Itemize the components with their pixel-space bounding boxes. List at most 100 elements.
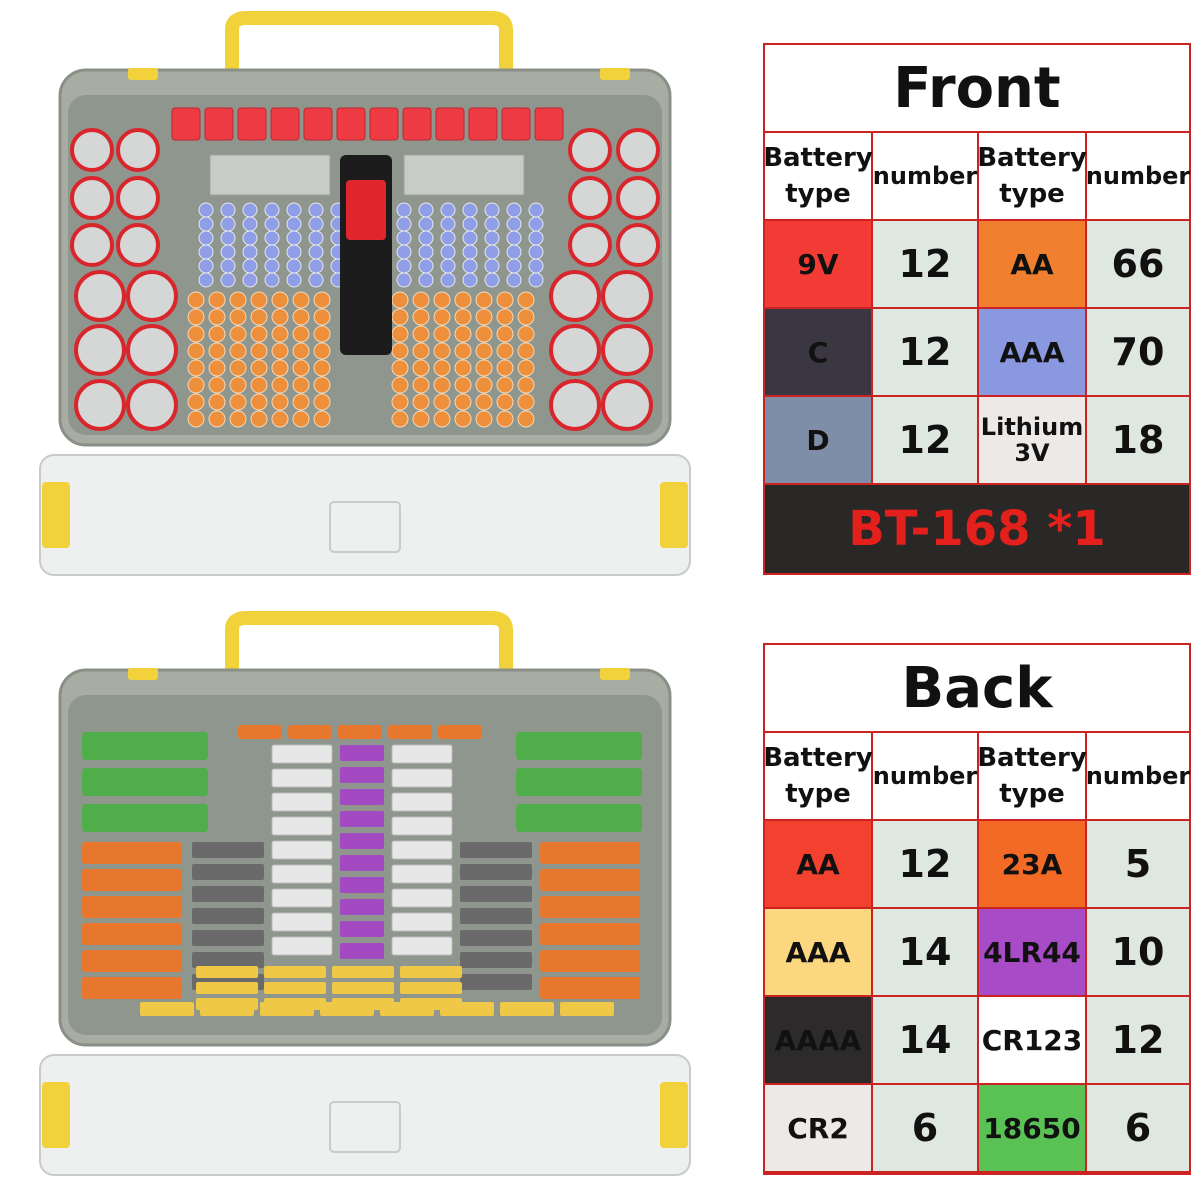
base-tab [329, 1101, 401, 1153]
front-table-grid: Battery type number Battery type number … [763, 133, 1190, 485]
battery-aaa [198, 244, 214, 260]
battery-type-cell: AAAA [765, 997, 873, 1085]
battery-aaa [332, 966, 394, 978]
battery-23a [388, 725, 432, 739]
battery-23a [288, 725, 332, 739]
battery-aaa [528, 216, 544, 232]
battery-aaa [220, 272, 236, 288]
battery-aa [412, 325, 430, 343]
battery-cr123 [391, 840, 453, 860]
battery-aa [82, 923, 182, 945]
battery-aa [271, 291, 289, 309]
battery-aaa [506, 244, 522, 260]
battery-count-cell: 10 [1087, 909, 1189, 997]
battery-18650 [82, 768, 208, 796]
battery-aaa [396, 202, 412, 218]
battery-aa [82, 950, 182, 972]
battery-aaaa [460, 952, 532, 968]
battery-aaa [418, 216, 434, 232]
battery-aa [250, 325, 268, 343]
battery-aaa [418, 272, 434, 288]
battery-aaa [418, 258, 434, 274]
battery-aa [208, 410, 226, 428]
battery-aa [292, 393, 310, 411]
battery-aaaa [192, 864, 264, 880]
battery-aaa [264, 258, 280, 274]
battery-d [74, 379, 126, 431]
battery-c [616, 128, 660, 172]
battery-aaaa [192, 952, 264, 968]
battery-cr123 [271, 816, 333, 836]
battery-aa [475, 393, 493, 411]
battery-aa [313, 325, 331, 343]
battery-4lr44 [340, 943, 384, 959]
battery-aa [496, 342, 514, 360]
battery-aa [540, 842, 640, 864]
battery-d [601, 324, 653, 376]
battery-type-cell: AA [979, 221, 1087, 309]
battery-aaa [380, 1002, 434, 1016]
handle [225, 611, 513, 670]
battery-aa [391, 376, 409, 394]
battery-aaa [242, 202, 258, 218]
battery-c [116, 223, 160, 267]
battery-d [549, 324, 601, 376]
battery-aaa [242, 244, 258, 260]
battery-aa [496, 410, 514, 428]
battery-aa [433, 410, 451, 428]
battery-type-cell: 18650 [979, 1085, 1087, 1173]
battery-aaa [196, 982, 258, 994]
battery-aa [313, 393, 331, 411]
battery-4lr44 [340, 921, 384, 937]
battery-cr123 [271, 744, 333, 764]
battery-aaa [560, 1002, 614, 1016]
battery-aaa [286, 244, 302, 260]
battery-aa [412, 393, 430, 411]
battery-18650 [516, 768, 642, 796]
battery-aa [187, 325, 205, 343]
battery-9v [501, 107, 531, 141]
battery-aa [391, 308, 409, 326]
battery-aaa [462, 216, 478, 232]
base-tab [329, 501, 401, 553]
front-case-image [0, 0, 740, 600]
battery-aa [229, 359, 247, 377]
battery-aa [229, 410, 247, 428]
battery-aaa [220, 258, 236, 274]
battery-aa [208, 359, 226, 377]
battery-aaa [308, 258, 324, 274]
battery-18650 [516, 732, 642, 760]
battery-aaa [220, 244, 236, 260]
latch [660, 1082, 688, 1148]
battery-aaa [400, 966, 462, 978]
battery-c [116, 128, 160, 172]
battery-aaa [484, 216, 500, 232]
battery-aaa [286, 202, 302, 218]
battery-d [601, 379, 653, 431]
battery-aaa [506, 216, 522, 232]
battery-aa [517, 342, 535, 360]
battery-aaa [462, 258, 478, 274]
battery-aa [292, 291, 310, 309]
battery-4lr44 [340, 789, 384, 805]
handle [225, 11, 513, 70]
battery-aa [391, 410, 409, 428]
battery-aa [292, 325, 310, 343]
coin-cell-slot [209, 154, 331, 196]
battery-aa [433, 291, 451, 309]
battery-aa [208, 291, 226, 309]
battery-aaa [260, 1002, 314, 1016]
battery-aa [187, 410, 205, 428]
battery-aa [517, 410, 535, 428]
battery-aa [517, 325, 535, 343]
battery-aaa [286, 258, 302, 274]
battery-aa [271, 393, 289, 411]
battery-count-cell: 12 [873, 397, 979, 485]
battery-type-cell: D [765, 397, 873, 485]
battery-aaa [528, 230, 544, 246]
header-number: number [873, 133, 979, 221]
battery-aaa [396, 230, 412, 246]
battery-aa [250, 291, 268, 309]
battery-aaa [528, 258, 544, 274]
battery-aaaa [460, 886, 532, 902]
